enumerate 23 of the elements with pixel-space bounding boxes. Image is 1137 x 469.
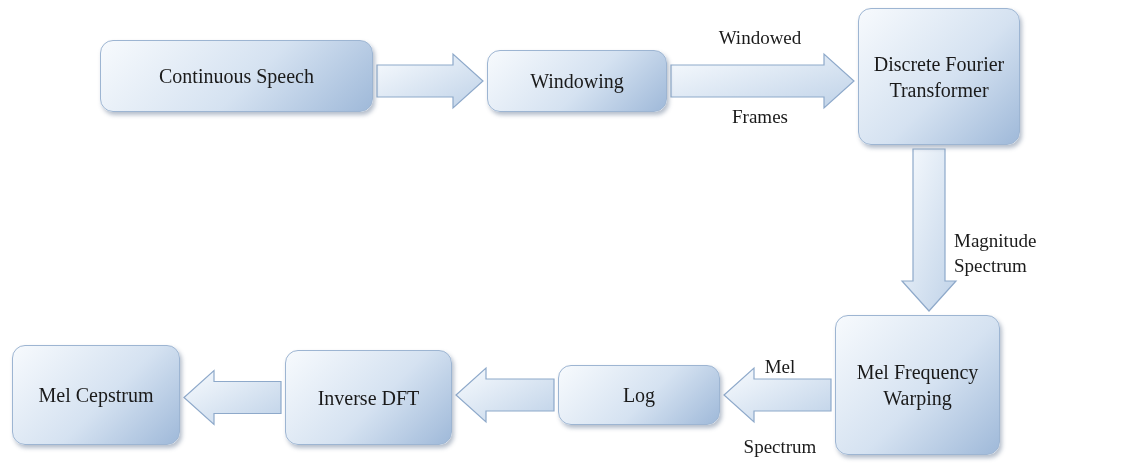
process-box — [12, 345, 180, 445]
block-arrow — [723, 366, 832, 424]
block-arrow — [670, 52, 855, 110]
box-label: Continuous Speech — [158, 64, 315, 89]
edge-label: Windowed Frames — [717, 26, 803, 129]
block-arrow — [455, 366, 555, 424]
process-box — [285, 350, 452, 445]
box-label: Mel Cepstrum — [37, 383, 155, 408]
process-box — [858, 8, 1020, 145]
box-label: Windowing — [529, 69, 625, 94]
block-arrow — [183, 369, 282, 426]
block-arrow — [376, 52, 484, 110]
edge-label: Magnitude Spectrum — [954, 229, 1038, 278]
block-arrow — [900, 148, 958, 312]
process-box — [100, 40, 373, 112]
process-box — [558, 365, 720, 425]
box-label: Discrete Fourier Transformer — [872, 51, 1006, 103]
box-label: Log — [621, 383, 657, 408]
box-label: Inverse DFT — [316, 385, 421, 411]
process-box — [487, 50, 667, 112]
box-label: Mel Frequency Warping — [855, 360, 980, 411]
edge-label: Mel Spectrum — [742, 355, 818, 459]
process-box — [835, 315, 1000, 455]
